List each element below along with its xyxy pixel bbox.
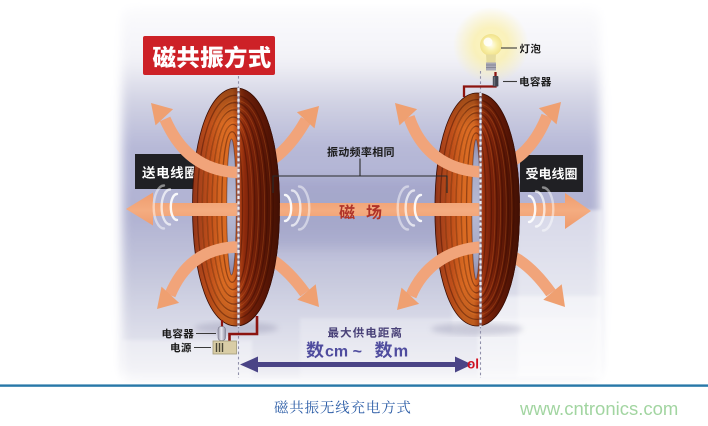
svg-text:ol: ol <box>467 357 479 372</box>
svg-text:cm ~: cm ~ <box>325 344 362 361</box>
svg-text:m: m <box>394 343 409 361</box>
svg-text:www.cntronics.com: www.cntronics.com <box>519 398 678 419</box>
